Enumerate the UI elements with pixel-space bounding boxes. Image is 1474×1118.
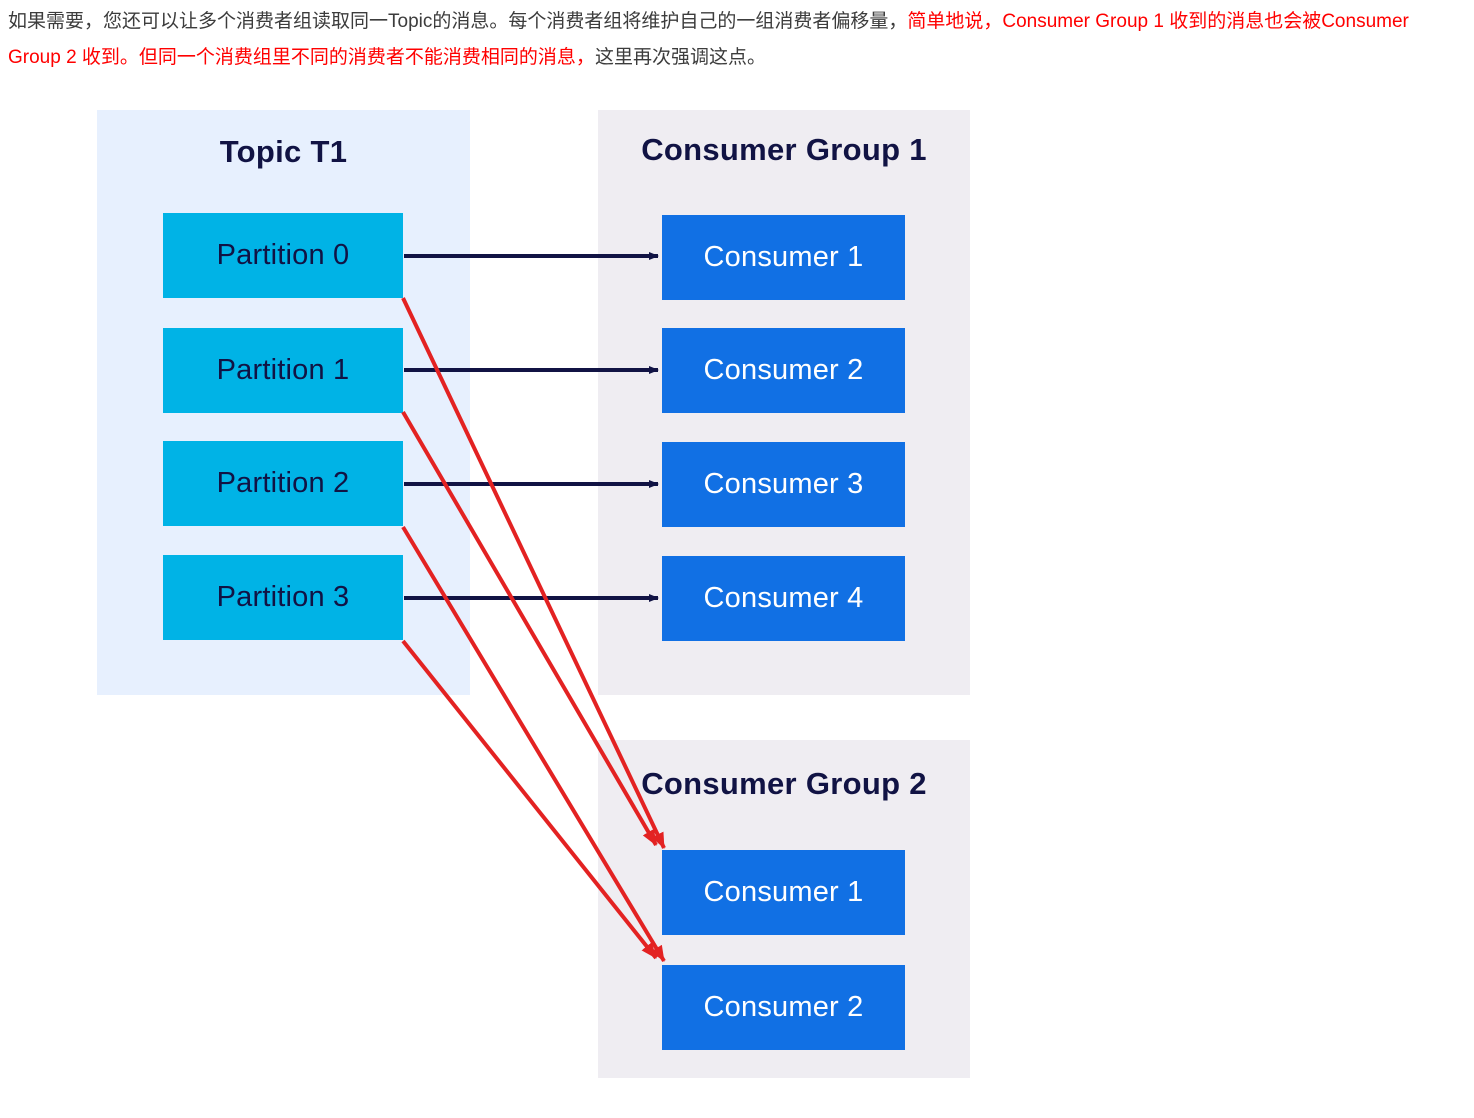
- node-partition-1[interactable]: Partition 1: [163, 328, 403, 413]
- intro-paragraph: 如果需要，您还可以让多个消费者组读取同一Topic的消息。每个消费者组将维护自己…: [8, 4, 1466, 76]
- node-cg1-consumer-4[interactable]: Consumer 4: [662, 556, 905, 641]
- panel-title-topic-t1: Topic T1: [219, 134, 348, 169]
- node-cg1-consumer-1[interactable]: Consumer 1: [662, 215, 905, 300]
- node-cg2-consumer-1[interactable]: Consumer 1: [662, 850, 905, 935]
- panel-title-consumer-group-1: Consumer Group 1: [641, 132, 927, 167]
- panel-title-consumer-group-2: Consumer Group 2: [641, 766, 927, 801]
- panel-consumer-group-2: Consumer Group 2 Consumer 1 Consumer 2: [598, 740, 970, 1078]
- panel-consumer-group-1: Consumer Group 1 Consumer 1 Consumer 2 C…: [598, 110, 970, 695]
- node-partition-0[interactable]: Partition 0: [163, 213, 403, 298]
- node-partition-3[interactable]: Partition 3: [163, 555, 403, 640]
- node-cg2-consumer-2[interactable]: Consumer 2: [662, 965, 905, 1050]
- node-partition-2[interactable]: Partition 2: [163, 441, 403, 526]
- paragraph-segment-red: 简单地说，Consumer Group 1 收到的消息也会被Consumer G…: [8, 11, 1409, 68]
- paragraph-segment-black-2: 这里再次强调这点。: [594, 47, 766, 68]
- panel-topic-t1: Topic T1 Partition 0 Partition 1 Partiti…: [97, 110, 470, 695]
- node-cg1-consumer-3[interactable]: Consumer 3: [662, 442, 905, 527]
- node-cg1-consumer-2[interactable]: Consumer 2: [662, 328, 905, 413]
- paragraph-segment-black-1: 如果需要，您还可以让多个消费者组读取同一Topic的消息。每个消费者组将维护自己…: [8, 11, 908, 32]
